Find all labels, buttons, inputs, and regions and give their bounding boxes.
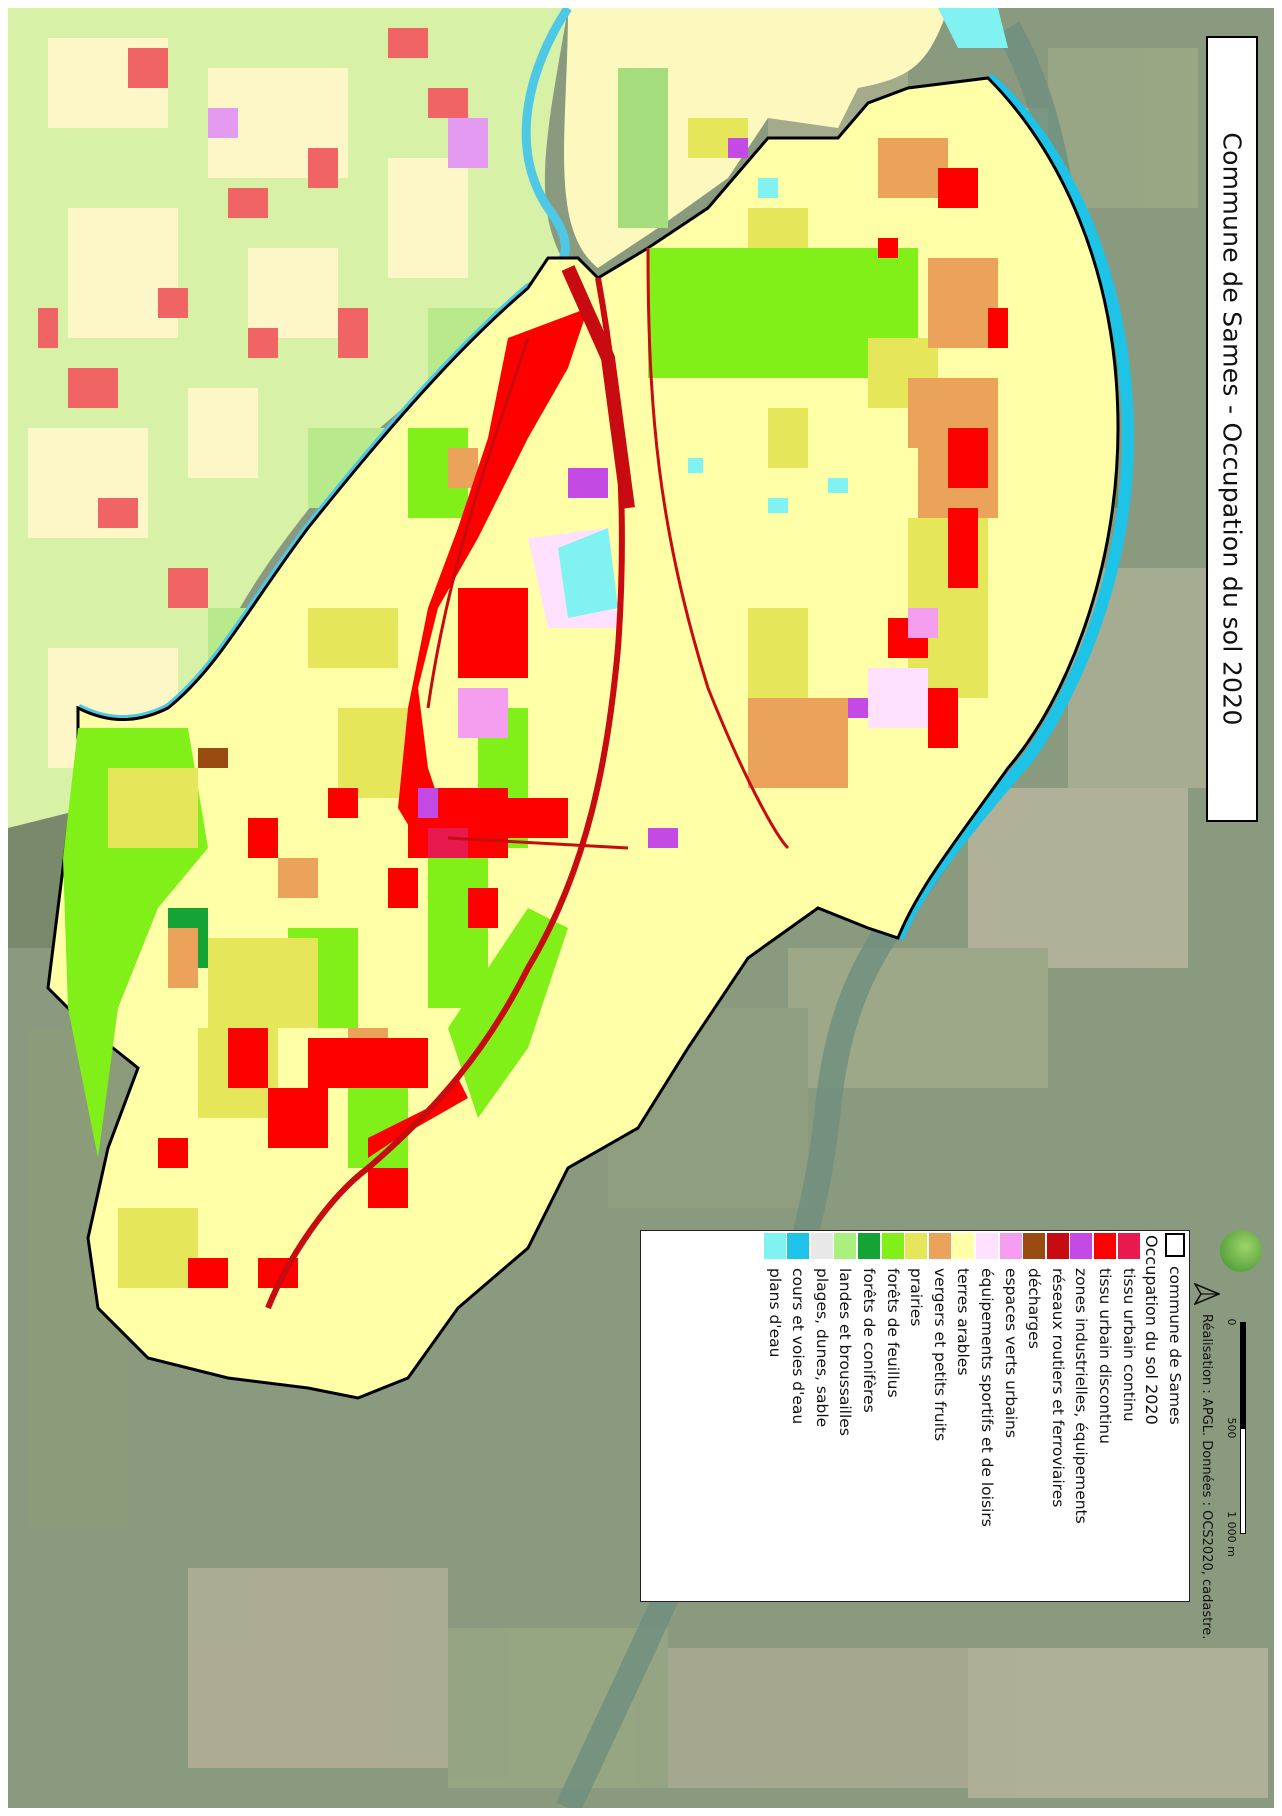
- legend-swatch: [928, 1233, 951, 1259]
- legend-item: forêts de feuillus: [881, 1233, 905, 1601]
- legend-label: terres arables: [954, 1268, 973, 1376]
- legend-item: décharges: [1022, 1233, 1046, 1601]
- legend-swatch: [999, 1233, 1022, 1259]
- legend-label: équipements sportifs et de loisirs: [978, 1268, 997, 1527]
- credits-text: Réalisation : APGL. Données : OCS2020, c…: [1199, 1314, 1214, 1640]
- legend-swatch: [881, 1233, 904, 1259]
- land-use-map: [8, 8, 1274, 1808]
- railway: [561, 265, 635, 509]
- scale-segment-1: [1240, 1322, 1246, 1428]
- legend-item: plages, dunes, sable: [810, 1233, 834, 1601]
- legend-item: vergers et petits fruits: [928, 1233, 952, 1601]
- map-info-content: 0 500 1 000 m Réalisation : APGL. Donnée…: [1176, 1230, 1264, 1660]
- legend-label: espaces verts urbains: [1001, 1268, 1020, 1438]
- legend-label: réseaux routiers et ferroviaires: [1048, 1268, 1067, 1508]
- legend-swatch: [1023, 1233, 1046, 1259]
- legend-swatch: [858, 1233, 881, 1259]
- agency-logo-icon: [1220, 1230, 1262, 1272]
- urban-continuous: [428, 828, 468, 858]
- legend-label: tissu urbain continu: [1119, 1268, 1138, 1422]
- legend-swatch: [1094, 1233, 1117, 1259]
- legend-content: commune de Sames Occupation du sol 2020 …: [643, 1233, 1187, 1601]
- north-arrow-icon: [1194, 1282, 1220, 1306]
- legend-swatch: [1046, 1233, 1069, 1259]
- scale-bar: 0 500 1 000 m: [1225, 1319, 1254, 1557]
- legend-item: landes et broussailles: [834, 1233, 858, 1601]
- legend-label: prairies: [907, 1268, 926, 1327]
- legend-label: plages, dunes, sable: [812, 1268, 831, 1428]
- forest-deciduous: [63, 248, 918, 1168]
- legend-swatch: [834, 1233, 857, 1259]
- map-frame: [8, 8, 1274, 1808]
- water-bodies: [558, 178, 848, 618]
- neighbour-urban: [38, 28, 468, 608]
- legend-swatch: [1070, 1233, 1093, 1259]
- scale-label-1000: 1 000 m: [1225, 1511, 1238, 1557]
- river-gaves: [892, 73, 1135, 941]
- legend-item: forêts de conifères: [857, 1233, 881, 1601]
- legend-swatch: [976, 1233, 999, 1259]
- legend-panel: commune de Sames Occupation du sol 2020 …: [640, 1230, 1190, 1602]
- legend-label: vergers et petits fruits: [930, 1268, 949, 1442]
- legend-item: zones industrielles, équipements: [1070, 1233, 1094, 1601]
- legend-item: prairies: [904, 1233, 928, 1601]
- legend-section-title: Occupation du sol 2020: [1142, 1235, 1162, 1425]
- legend-swatch: [810, 1233, 833, 1259]
- legend-swatch: [905, 1233, 928, 1259]
- legend-swatch: [763, 1233, 786, 1259]
- map-title-box: Commune de Sames - Occupation du sol 202…: [1206, 36, 1258, 822]
- legend-label: décharges: [1025, 1268, 1044, 1349]
- map-title: Commune de Sames - Occupation du sol 202…: [1217, 132, 1247, 726]
- legend-label: forêts de conifères: [860, 1268, 879, 1413]
- legend-swatch: [787, 1233, 810, 1259]
- legend-label: zones industrielles, équipements: [1072, 1268, 1091, 1524]
- legend-label: landes et broussailles: [836, 1268, 855, 1436]
- legend-item: équipements sportifs et de loisirs: [975, 1233, 999, 1601]
- legend-item: plans d'eau: [763, 1233, 787, 1601]
- scale-label-0: 0: [1225, 1318, 1238, 1326]
- urban-green: [458, 608, 938, 738]
- scale-label-500: 500: [1225, 1417, 1238, 1439]
- dumps: [198, 748, 228, 768]
- legend-item: tissu urbain discontinu: [1093, 1233, 1117, 1601]
- legend-swatch: [952, 1233, 975, 1259]
- map-info-strip: 0 500 1 000 m Réalisation : APGL. Donnée…: [1176, 1230, 1266, 1660]
- scale-segment-2: [1240, 1428, 1246, 1534]
- legend-swatch: [1117, 1233, 1140, 1259]
- legend-label: forêts de feuillus: [883, 1268, 902, 1398]
- legend-label: plans d'eau: [765, 1268, 784, 1358]
- legend-item: cours et voies d'eau: [787, 1233, 811, 1601]
- legend-item: réseaux routiers et ferroviaires: [1046, 1233, 1070, 1601]
- legend-item: terres arables: [952, 1233, 976, 1601]
- legend-item: tissu urbain continu: [1117, 1233, 1141, 1601]
- legend-label: cours et voies d'eau: [789, 1268, 808, 1425]
- industrial-zones: [418, 138, 868, 848]
- legend-label: tissu urbain discontinu: [1096, 1268, 1115, 1444]
- legend-item: espaces verts urbains: [999, 1233, 1023, 1601]
